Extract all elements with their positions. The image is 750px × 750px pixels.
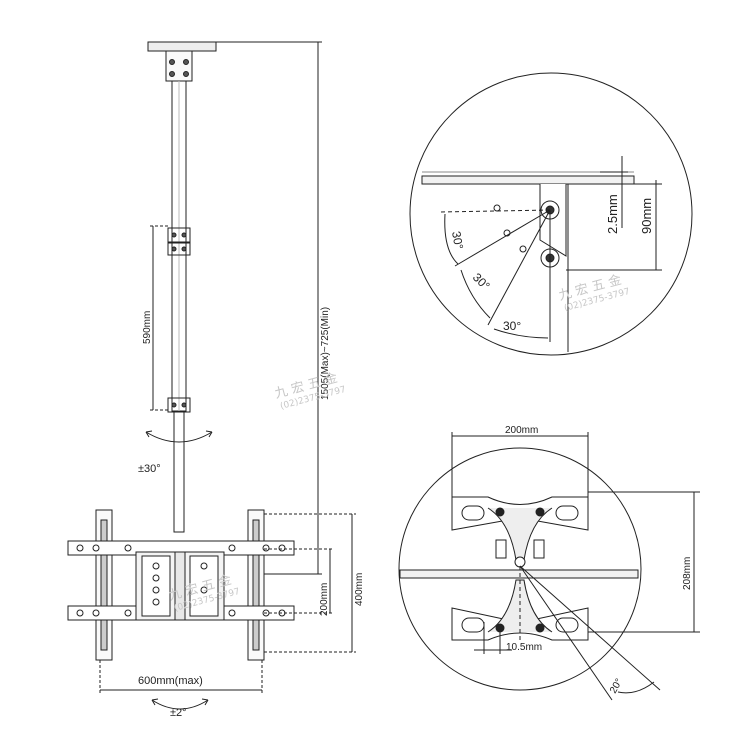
dim-label-2-5: 2.5mm (605, 194, 620, 234)
pole-adjust-clamps (167, 227, 191, 413)
bottom-detail-circle (398, 447, 642, 691)
ceiling-plate (147, 41, 217, 52)
pole-swivel-label: ±30° (138, 463, 161, 475)
ceiling-bracket (165, 50, 193, 82)
dim-label-590: 590mm (142, 311, 153, 344)
lower-pole (173, 411, 185, 533)
dim-label-200: 200mm (319, 583, 330, 616)
dim-label-400: 400mm (354, 573, 365, 606)
pole-swivel-arc (145, 431, 213, 443)
dim-label-600: 600mm(max) (138, 675, 203, 687)
dim-label-90: 90mm (639, 198, 654, 234)
watermark-1: 九 宏 五 金 (02)2375-3797 (273, 370, 347, 412)
tv-vertical-arm-right (247, 509, 265, 661)
top-detail-circle (409, 72, 693, 356)
bottom-swivel-label: ±2° (170, 707, 187, 719)
dim-label-10-5: 10.5mm (506, 642, 542, 653)
top-detail-view: 30° 30° 30° 2.5mm 90mm (409, 72, 693, 356)
tv-center-plate (135, 551, 225, 621)
dim-label-208: 208mm (682, 557, 693, 590)
angle-label-2: 30° (470, 270, 493, 293)
tv-vertical-arm-left (95, 509, 113, 661)
angle-label-3: 30° (503, 319, 521, 333)
dim-label-200-detail: 200mm (505, 425, 538, 436)
mount-elevation-view (67, 41, 356, 710)
bottom-swivel-arc (151, 699, 209, 710)
angle-label-1: 30° (449, 230, 466, 250)
bottom-detail-view: 200mm 208mm 10.5mm 20° (398, 425, 700, 701)
dim-label-pole-length: 1505(Max)~725(Min) (320, 307, 331, 400)
